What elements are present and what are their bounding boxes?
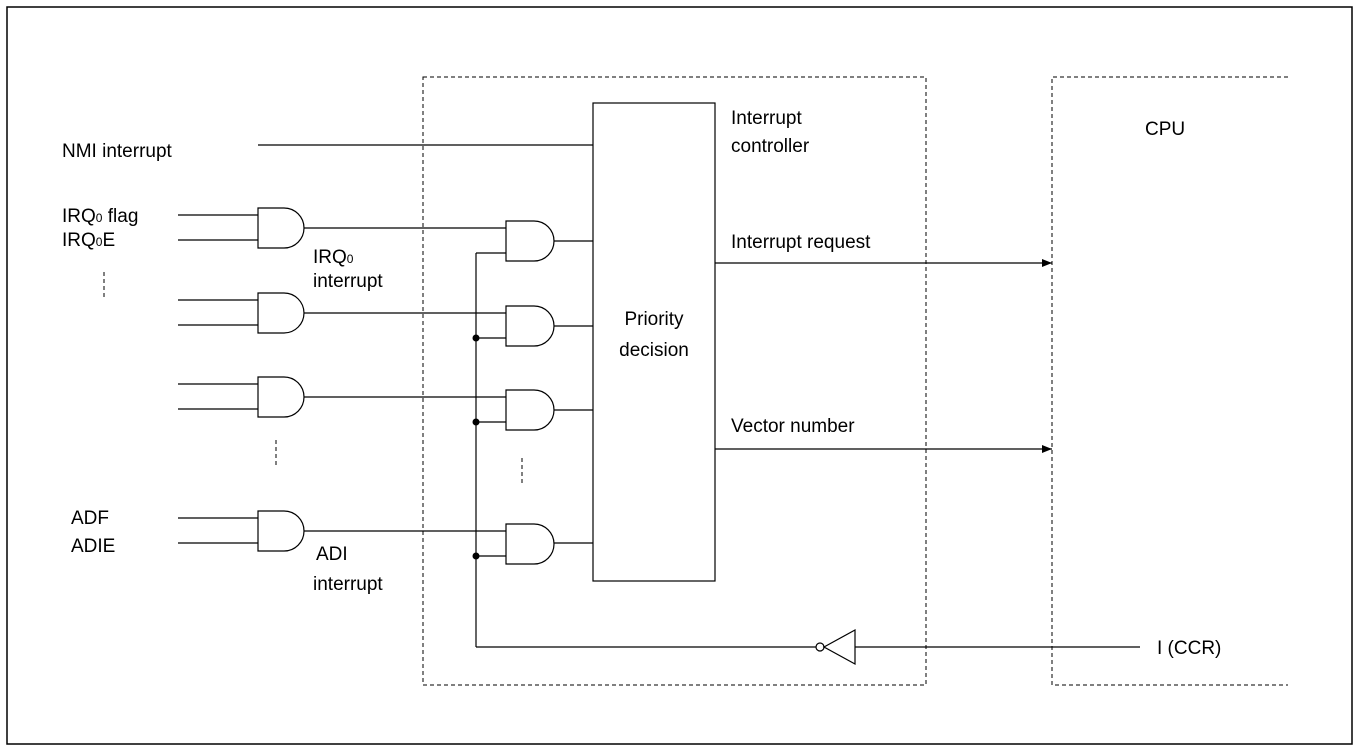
nmi-interrupt-label: NMI interrupt <box>62 141 173 162</box>
outer-frame <box>6 6 1353 745</box>
priority-decision-label-line2: decision <box>619 340 689 361</box>
cpu-boundary <box>1051 76 1288 686</box>
priority-decision-block <box>592 102 716 582</box>
and-gate-irq0-masked <box>476 220 593 262</box>
and-gate-2 <box>178 292 506 334</box>
and-gate-2-masked <box>476 305 593 347</box>
i-ccr-label: I (CCR) <box>1157 638 1221 659</box>
irq0-flag-label: IRQ0 flag <box>62 206 138 227</box>
and-gate-3 <box>178 376 506 418</box>
and-gate-irq0 <box>178 207 506 249</box>
adf-label: ADF <box>71 508 109 529</box>
vector-number-label: Vector number <box>731 416 855 437</box>
adi-interrupt-label-line2: interrupt <box>313 574 383 595</box>
junction-dot <box>472 418 480 426</box>
inverter-gate <box>815 628 856 666</box>
irq0e-label: IRQ0E <box>62 230 115 251</box>
adie-label: ADIE <box>71 536 115 557</box>
and-gate-adi <box>178 510 506 552</box>
and-gate-3-masked <box>476 389 593 431</box>
junction-dot <box>472 334 480 342</box>
interrupt-controller-boundary <box>422 76 927 686</box>
adi-interrupt-label: ADI <box>316 544 348 565</box>
interrupt-controller-label-line2: controller <box>731 136 810 157</box>
priority-decision-label: Priority <box>624 309 684 330</box>
cpu-label: CPU <box>1145 119 1185 140</box>
irq0-interrupt-label-line2: interrupt <box>313 271 383 292</box>
interrupt-request-label: Interrupt request <box>731 232 871 253</box>
irq0-interrupt-label: IRQ0 <box>313 247 354 268</box>
interrupt-controller-label: Interrupt <box>731 108 802 129</box>
junction-dot <box>472 552 480 560</box>
and-gate-adi-masked <box>476 523 593 565</box>
